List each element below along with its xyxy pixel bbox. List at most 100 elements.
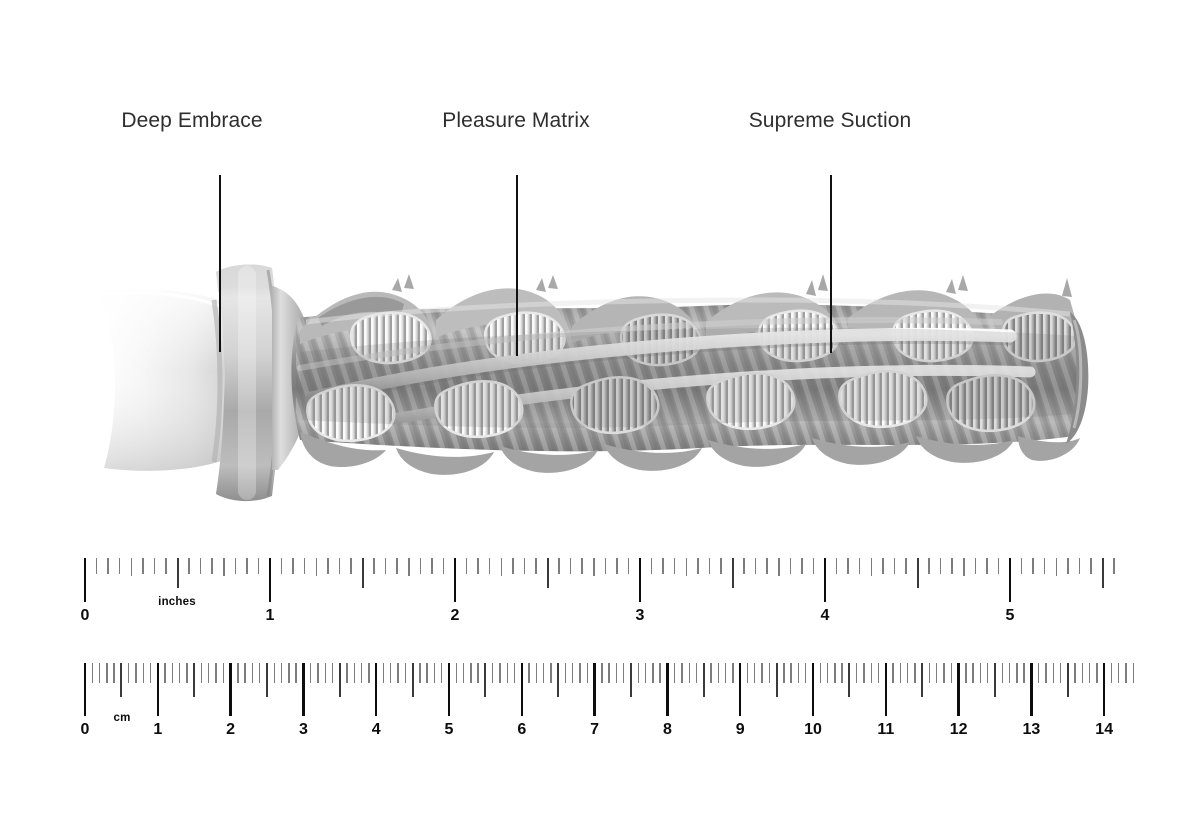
ruler-tick-minor bbox=[1043, 558, 1046, 574]
ruler-tick-minor bbox=[1001, 663, 1003, 683]
ruler-tick-minor bbox=[579, 663, 581, 683]
ruler-tick-minor bbox=[870, 558, 872, 576]
callout-label-pleasure-matrix: Pleasure Matrix bbox=[442, 109, 590, 132]
ruler-tick-minor bbox=[171, 663, 174, 683]
ruler-tick-minor bbox=[581, 558, 583, 574]
ruler-tick-minor bbox=[200, 663, 203, 683]
ruler-tick-minor bbox=[542, 663, 545, 683]
ruler-tick-minor bbox=[135, 663, 137, 683]
ruler-tick-minor bbox=[928, 663, 931, 683]
ruler-tick-minor bbox=[732, 663, 734, 683]
ruler-tick-minor bbox=[130, 558, 132, 576]
ruler-tick-minor bbox=[550, 663, 552, 683]
ruler-tick-minor bbox=[899, 663, 902, 683]
ruler-tick-major bbox=[83, 558, 87, 602]
ruler-number: 8 bbox=[662, 721, 672, 738]
ruler-tick-minor bbox=[761, 663, 763, 683]
ruler-tick-minor bbox=[616, 558, 618, 574]
ruler-tick-minor bbox=[914, 663, 916, 683]
ruler-tick-minor bbox=[113, 663, 115, 683]
ruler-number: 0 bbox=[80, 607, 90, 624]
ruler-tick-minor bbox=[936, 663, 938, 683]
ruler-tick-minor bbox=[95, 558, 98, 574]
ruler-number: 2 bbox=[226, 721, 236, 738]
ruler-tick-minor bbox=[673, 663, 676, 683]
ruler-tick-minor bbox=[564, 663, 567, 683]
ruler-tick-minor bbox=[987, 663, 989, 683]
upper-crest-row bbox=[300, 274, 1078, 344]
ruler-tick-minor bbox=[1052, 663, 1054, 683]
ruler-tick-minor bbox=[280, 663, 283, 683]
ruler-tick-minor bbox=[790, 663, 792, 683]
texture-nodules-upper bbox=[349, 309, 1077, 367]
suction-cup-base bbox=[96, 289, 231, 471]
ruler-tick-minor bbox=[604, 558, 606, 574]
ruler-tick-major bbox=[823, 558, 827, 602]
ruler-tick-minor bbox=[465, 558, 468, 574]
ruler-tick-minor bbox=[789, 558, 791, 574]
ruler-tick-minor bbox=[280, 558, 283, 574]
ruler-number: 5 bbox=[1005, 607, 1015, 624]
ruler-tick-minor bbox=[986, 558, 988, 574]
ruler-tick-minor bbox=[470, 663, 472, 683]
ruler-tick-minor bbox=[805, 663, 807, 683]
ruler-tick-minor bbox=[1078, 558, 1081, 574]
ruler-tick-minor bbox=[1045, 663, 1047, 683]
ruler-tick-minor bbox=[586, 663, 588, 683]
ruler-tick-minor bbox=[324, 663, 326, 683]
ruler-tick-minor bbox=[91, 663, 93, 683]
ruler-tick-minor bbox=[778, 558, 780, 576]
ruler-tick-minor bbox=[855, 663, 858, 683]
ruler-tick-minor bbox=[906, 663, 909, 683]
ruler-tick-minor bbox=[615, 663, 618, 683]
ruler-number: 7 bbox=[590, 721, 600, 738]
ruler-tick-minor bbox=[244, 663, 246, 683]
ruler-tick-major bbox=[957, 663, 960, 716]
ruler-tick-minor bbox=[882, 558, 884, 574]
ruler-tick-minor bbox=[710, 663, 712, 683]
ruler-tick-minor bbox=[433, 663, 436, 683]
ruler-tick-minor bbox=[350, 558, 352, 574]
ruler-tick-half bbox=[994, 663, 996, 697]
ruler-tick-major bbox=[302, 663, 305, 716]
ruler-tick-minor bbox=[1113, 558, 1115, 574]
ruler-tick-half bbox=[848, 663, 851, 697]
ruler-tick-minor bbox=[419, 663, 421, 683]
ruler-tick-minor bbox=[455, 663, 457, 683]
ruler-number: 3 bbox=[298, 721, 308, 738]
ruler-tick-minor bbox=[754, 558, 757, 574]
ruler-tick-minor bbox=[1020, 558, 1023, 574]
ruler-tick-minor bbox=[331, 663, 334, 683]
ruler-tick-minor bbox=[558, 558, 560, 574]
ruler-tick-minor bbox=[477, 558, 479, 574]
ruler-tick-minor bbox=[315, 558, 317, 576]
ruler-tick-half bbox=[1066, 663, 1069, 697]
ruler-tick-minor bbox=[841, 663, 843, 683]
ruler-tick-minor bbox=[199, 558, 202, 574]
ruler-tick-minor bbox=[118, 558, 121, 574]
ruler-tick-minor bbox=[717, 663, 720, 683]
ruler-tick-minor bbox=[963, 558, 965, 576]
ruler-tick-minor bbox=[292, 558, 294, 574]
ruler-tick-minor bbox=[601, 663, 603, 683]
ruler-tick-minor bbox=[373, 558, 375, 574]
ruler-tick-minor bbox=[295, 663, 297, 683]
ruler-tick-minor bbox=[1081, 663, 1084, 683]
ruler-tick-minor bbox=[659, 663, 661, 683]
ruler-tick-minor bbox=[569, 558, 572, 574]
ruler-number: 4 bbox=[371, 721, 381, 738]
texture-nodules-lower bbox=[306, 370, 1036, 443]
ruler-tick-major bbox=[1103, 663, 1106, 716]
ruler-tick-minor bbox=[783, 663, 785, 683]
ruler-tick-minor bbox=[499, 663, 501, 683]
ruler-tick-minor bbox=[1055, 558, 1057, 576]
ruler-tick-minor bbox=[237, 663, 239, 683]
ruler-tick-minor bbox=[754, 663, 756, 683]
ruler-tick-minor bbox=[397, 663, 399, 683]
ruler-tick-minor bbox=[1067, 558, 1069, 574]
ruler-tick-minor bbox=[338, 558, 341, 574]
ruler-tick-minor bbox=[743, 558, 745, 574]
ruler-tick-minor bbox=[215, 663, 217, 683]
ruler-tick-minor bbox=[303, 558, 306, 574]
